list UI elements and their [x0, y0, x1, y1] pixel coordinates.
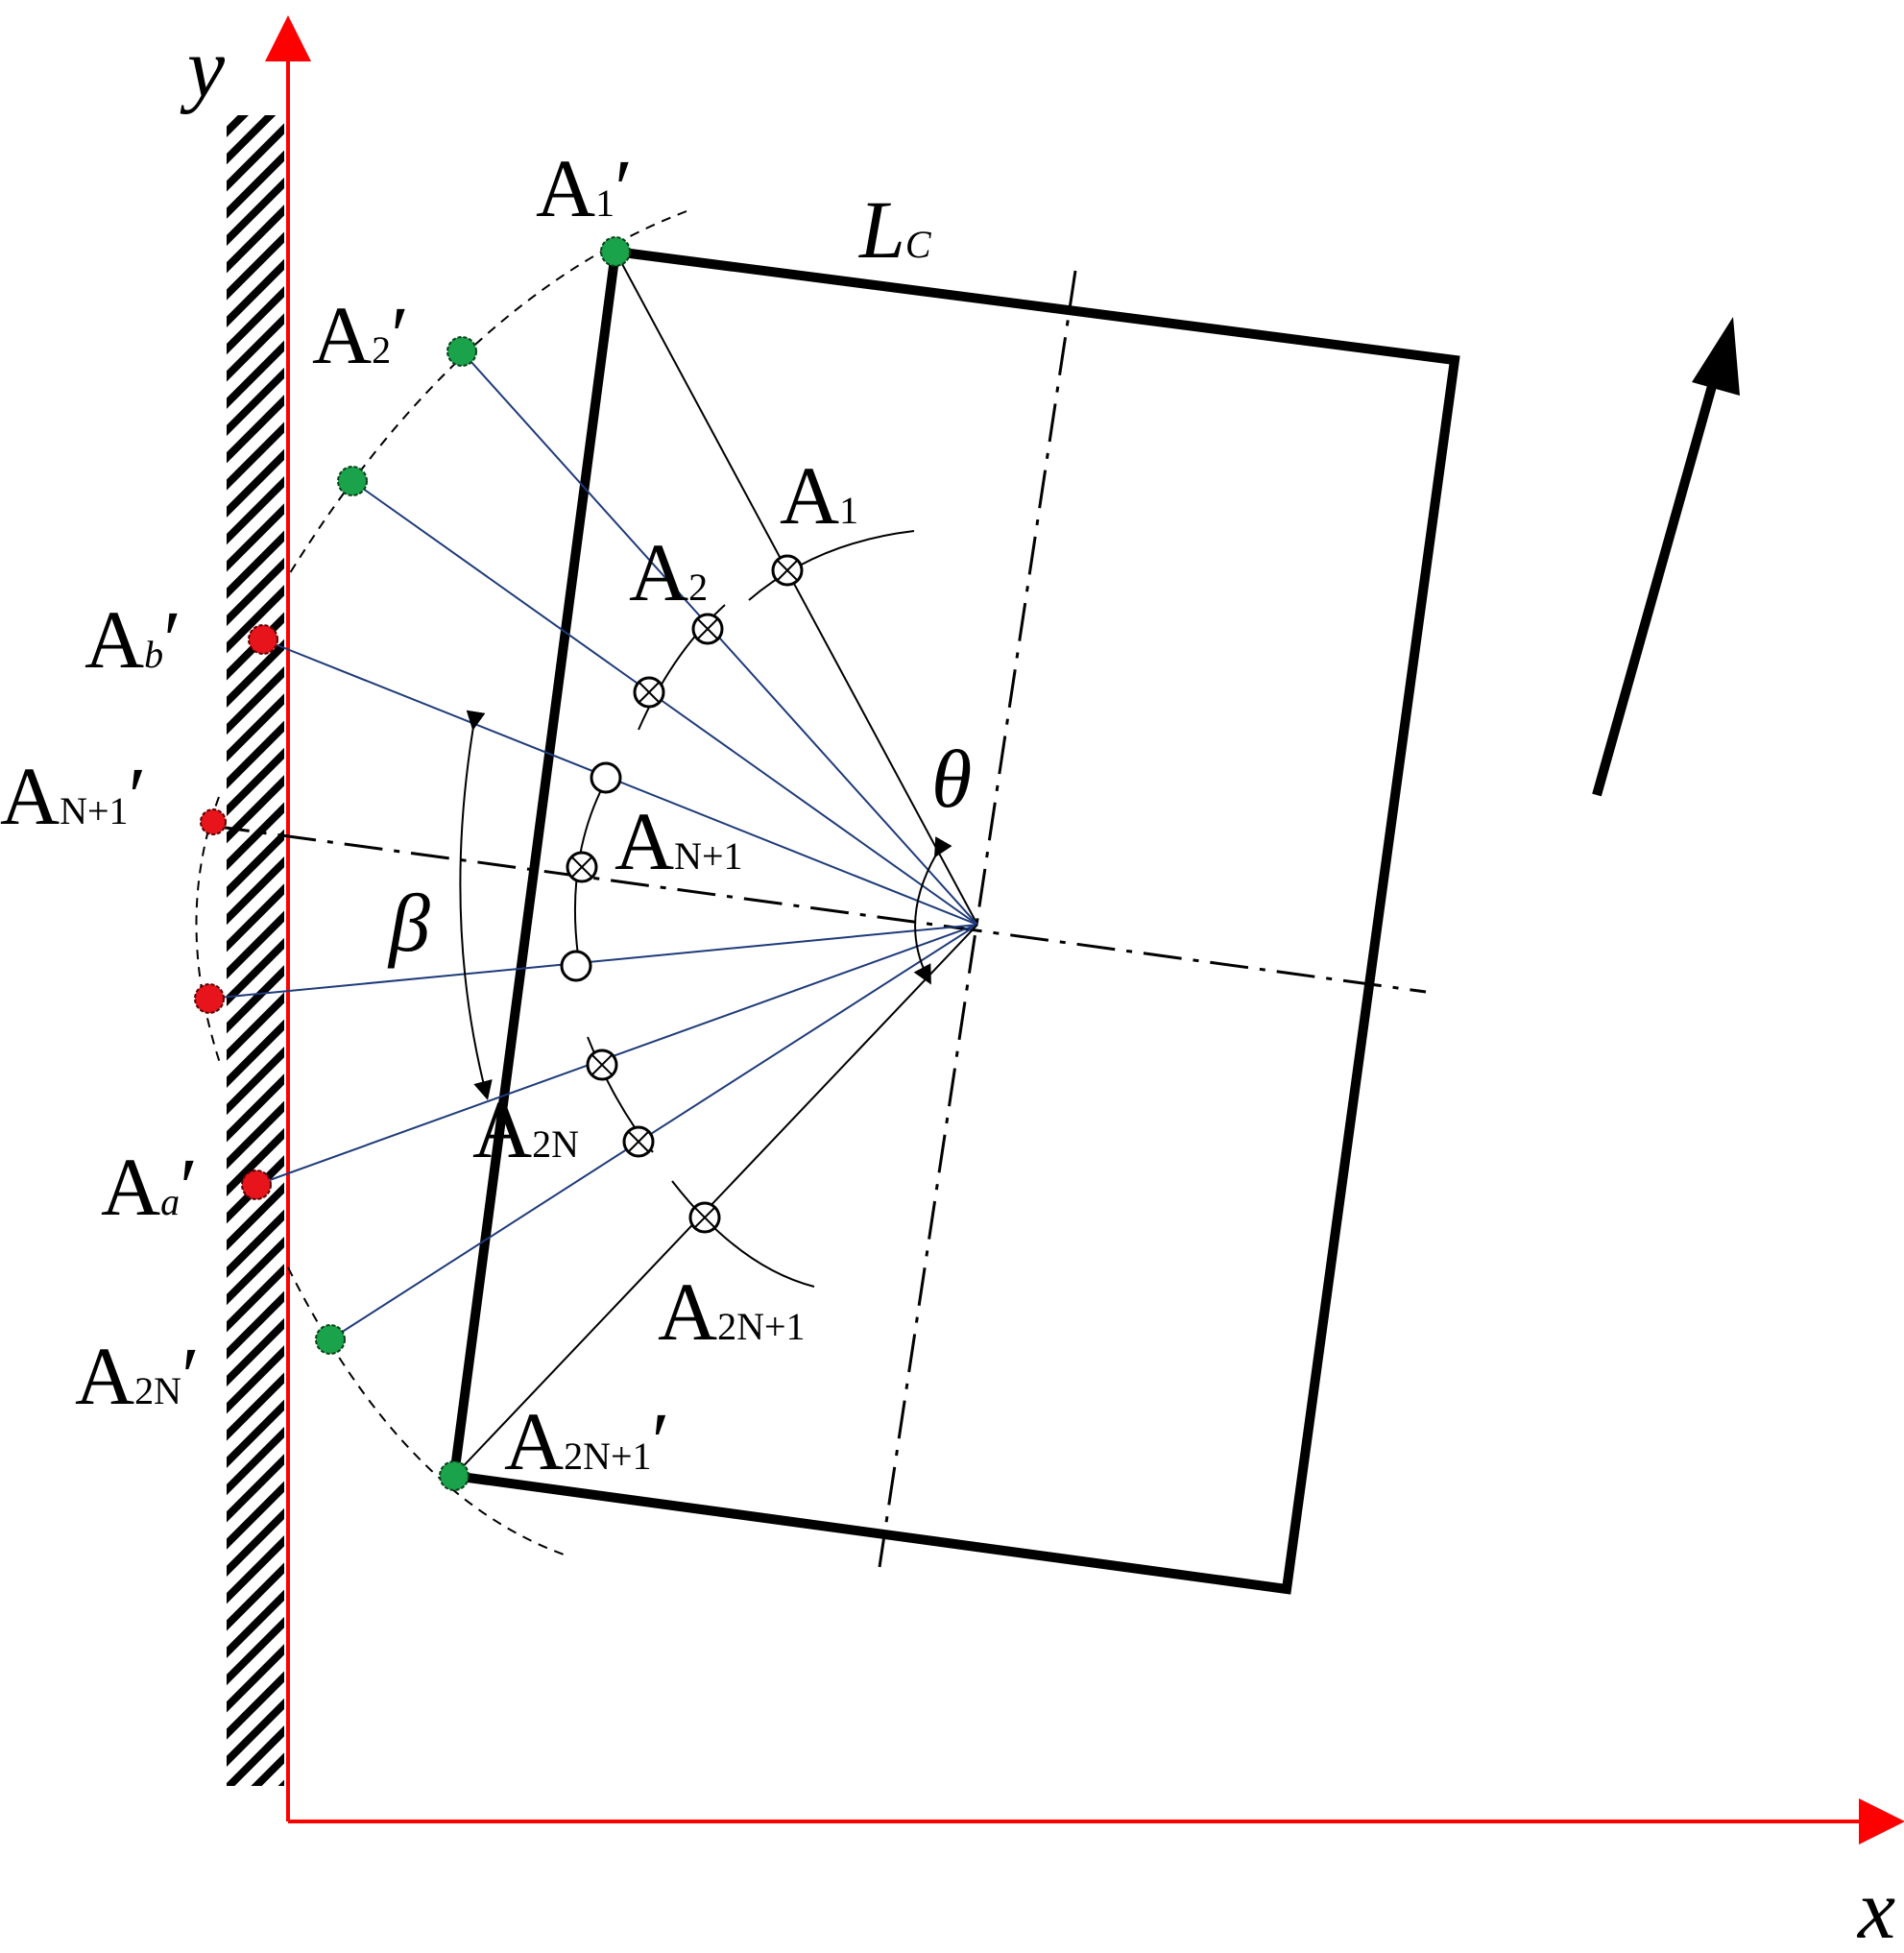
angle-indicators [459, 710, 952, 1100]
horizontal-centerline [210, 824, 1427, 994]
point-an1-b [560, 950, 592, 982]
labels: LC θ β A1′ A2′ Ab′ AN+1′ Aa′ A2N′ A2N+1′… [0, 142, 972, 1487]
line-aa [255, 924, 978, 1186]
red-point-aa-prime [241, 1169, 272, 1200]
y-axis-label: y [180, 22, 226, 115]
label-an1: AN+1 [615, 795, 743, 887]
line-a1 [615, 251, 978, 926]
green-point-a1-prime [600, 236, 631, 267]
red-point-an1-prime [200, 808, 227, 835]
label-a1: A1 [780, 449, 858, 542]
red-point-ab-prime [248, 624, 278, 655]
inner-point-crosses [570, 559, 799, 1229]
line-a3 [351, 480, 978, 926]
label-theta: θ [931, 733, 972, 825]
hatched-wall [227, 115, 284, 1786]
line-a2n1 [453, 924, 978, 1477]
center-lines [210, 270, 1427, 1568]
axes: y x [180, 15, 1904, 1953]
green-point-a2n-prime [315, 1324, 346, 1355]
label-a2n1-prime: A2N+1′ [504, 1395, 669, 1487]
inner-points [560, 554, 804, 1234]
label-ab-prime: Ab′ [84, 593, 181, 686]
green-point-a2n1-prime [439, 1460, 470, 1491]
x-axis-label: x [1856, 1864, 1895, 1953]
arrow-up-right-icon [1592, 317, 1740, 797]
label-a2n: A2N [472, 1083, 579, 1175]
line-a2n [329, 924, 978, 1340]
label-a1-prime: A1′ [536, 142, 633, 234]
label-an1-prime: AN+1′ [0, 750, 146, 842]
point-ab [590, 761, 622, 794]
inner-arc-a2n1 [671, 1180, 815, 1288]
theta-arc [913, 836, 952, 985]
red-point-lower [194, 983, 225, 1014]
outer-arc-top [287, 210, 687, 577]
beta-arc [459, 710, 493, 1100]
outer-arc-bottom [287, 1266, 567, 1556]
inner-arcs [573, 530, 915, 1288]
dashed-arcs [195, 210, 687, 1556]
rectangle-body [448, 246, 1460, 1595]
label-a2n1: A2N+1 [658, 1266, 806, 1358]
vertical-centerline [878, 270, 1077, 1568]
outer-arc-middle [195, 796, 222, 1067]
label-lc: LC [857, 183, 932, 276]
line-an1 [208, 924, 978, 1000]
inner-arc-a1 [748, 530, 915, 601]
green-points [315, 236, 631, 1491]
label-a2: A2 [629, 526, 708, 618]
label-beta: β [387, 877, 430, 969]
label-a2n-prime: A2N′ [75, 1330, 200, 1422]
red-points [194, 624, 278, 1200]
label-a2-prime: A2′ [312, 289, 409, 381]
label-aa-prime: Aa′ [101, 1141, 198, 1233]
green-point-a3-prime [337, 466, 368, 496]
green-point-a2-prime [446, 336, 477, 367]
